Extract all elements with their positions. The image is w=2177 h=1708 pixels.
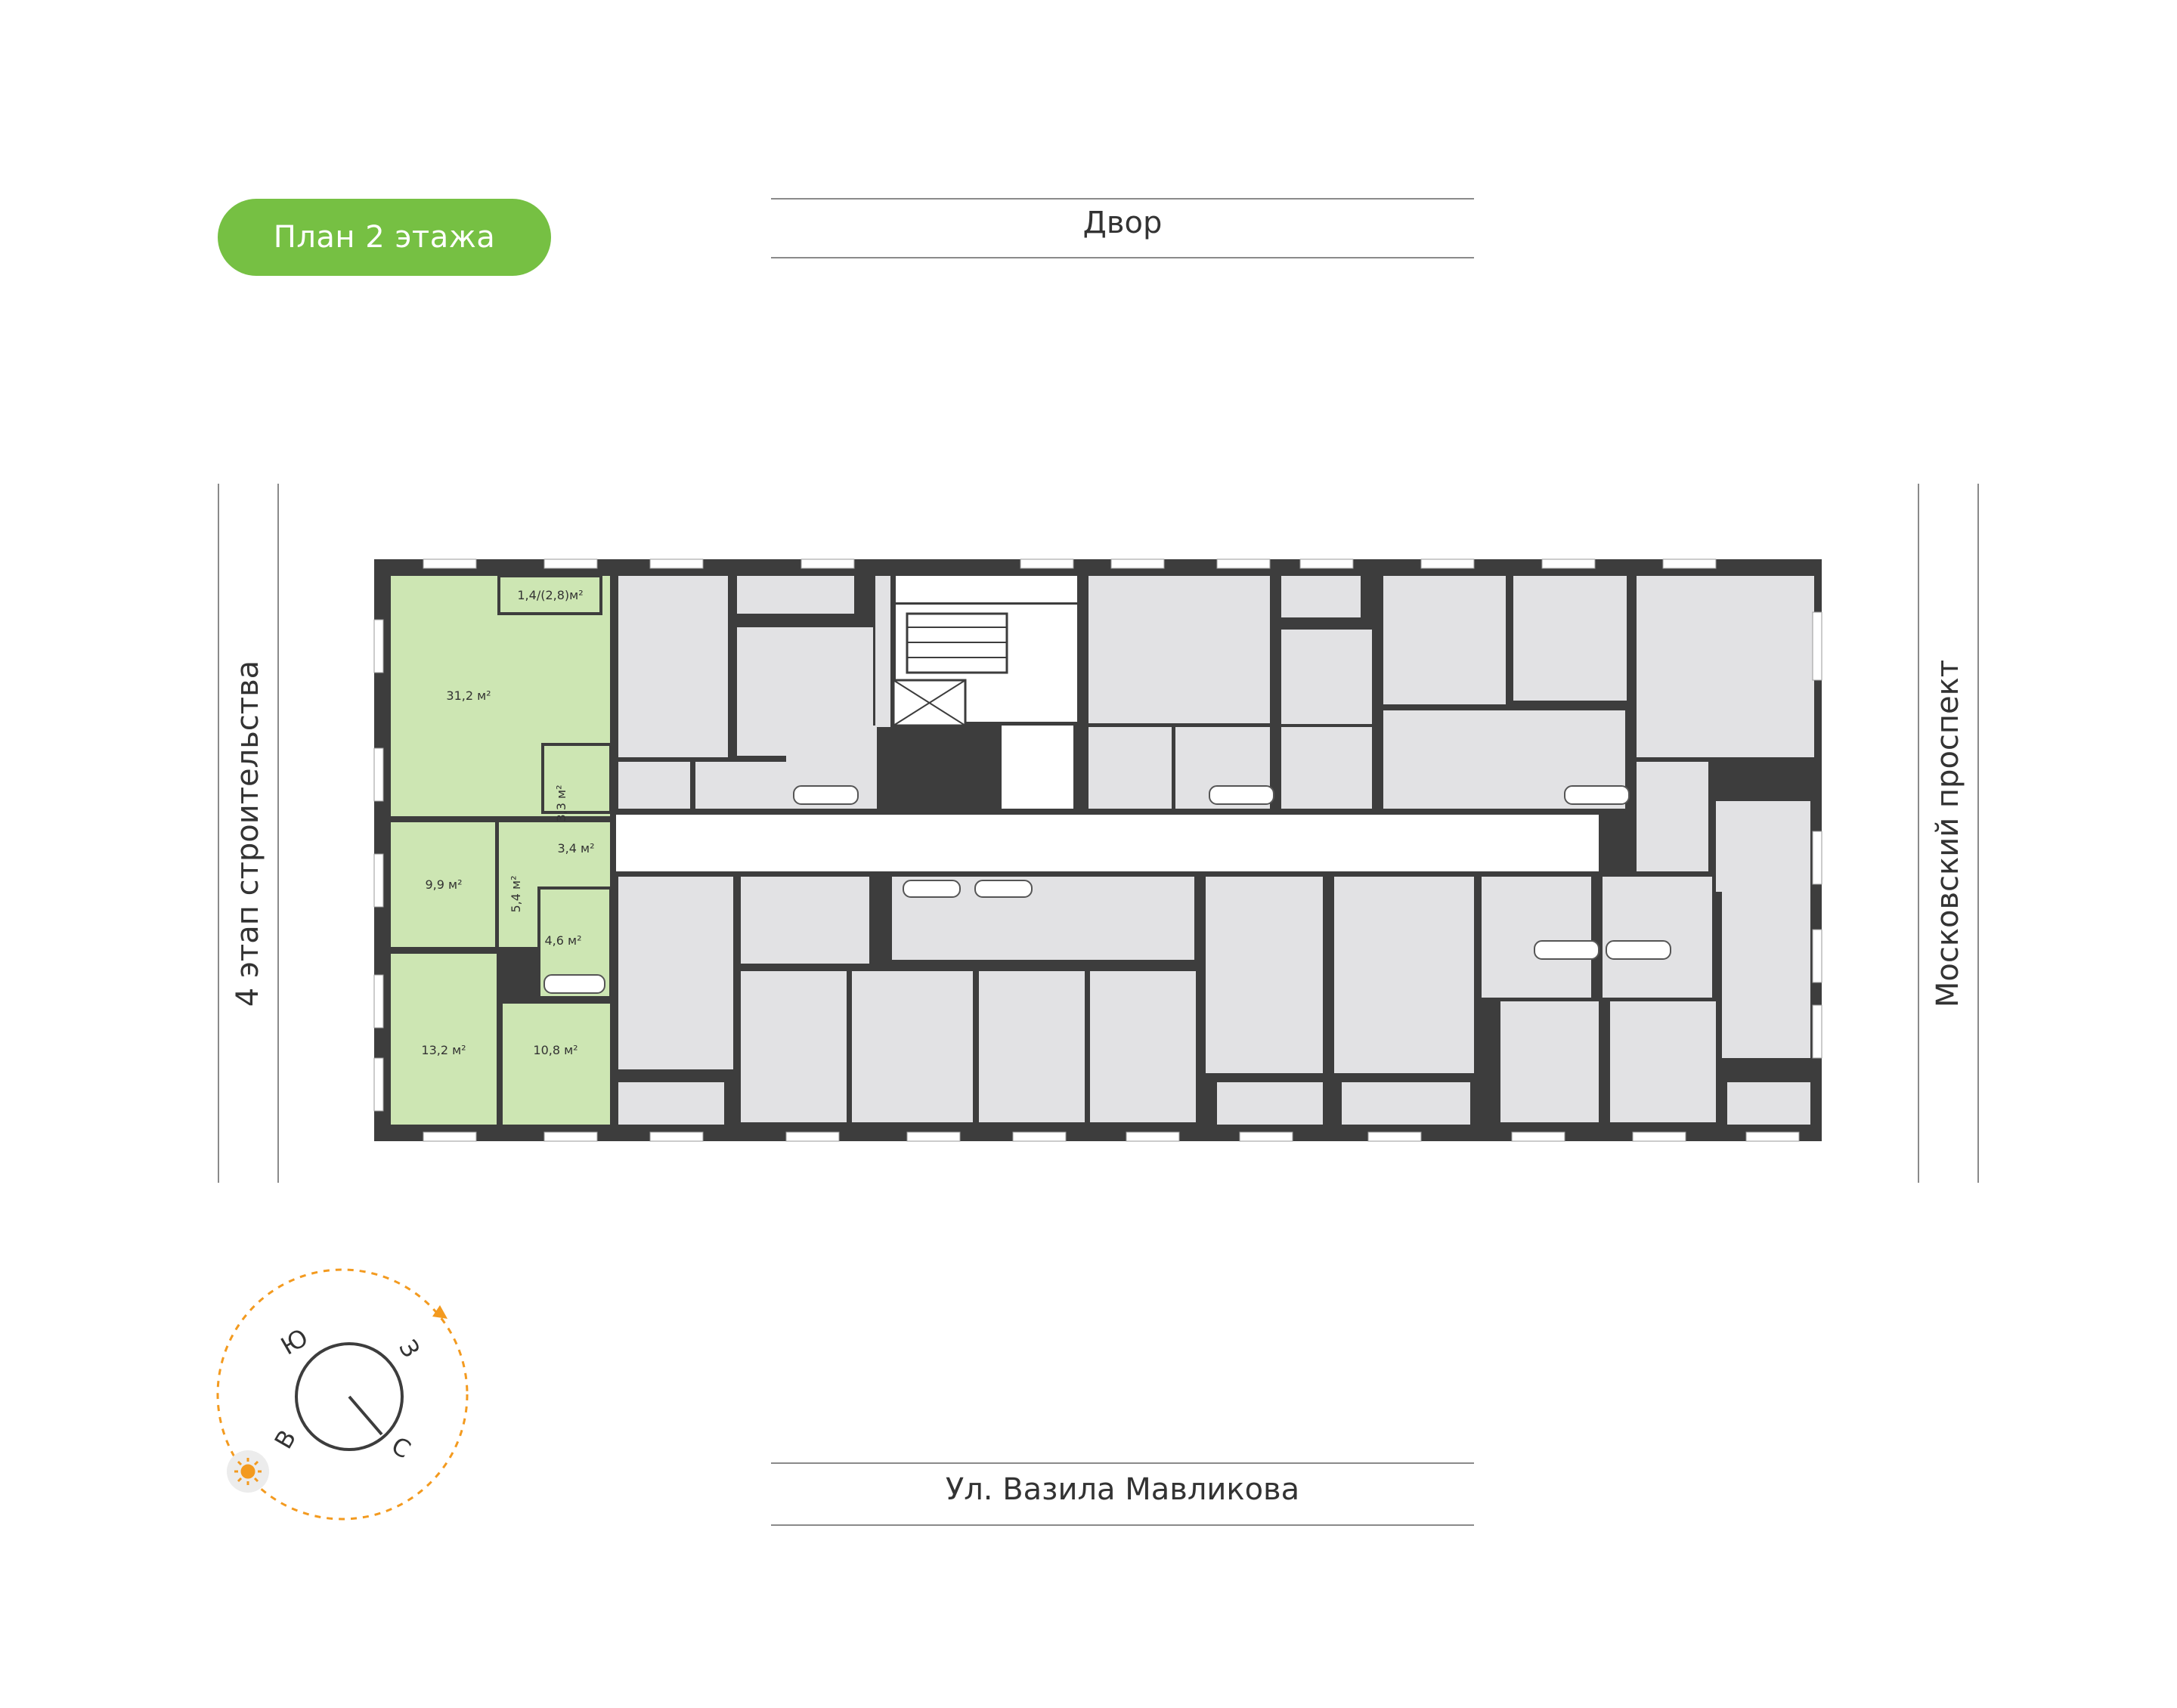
bottom-street-line-upper bbox=[771, 1462, 1474, 1464]
sun-icon bbox=[234, 1458, 262, 1485]
corridor bbox=[616, 815, 1599, 871]
compass-needle bbox=[348, 1395, 383, 1436]
hl-bedroom-3 bbox=[503, 1004, 610, 1125]
area-bedroom-2: 13,2 м² bbox=[421, 1043, 466, 1057]
plan-title-badge: План 2 этажа bbox=[218, 199, 551, 276]
hl-bedroom-1 bbox=[391, 822, 495, 947]
hl-bedroom-2 bbox=[391, 954, 497, 1125]
top-street-line-upper bbox=[771, 198, 1474, 200]
compass: Ю З В С bbox=[216, 1268, 469, 1521]
compass-west: З bbox=[393, 1335, 426, 1363]
hl-balcony bbox=[497, 574, 602, 615]
bathtubs bbox=[543, 785, 1671, 994]
sun-path-circle bbox=[216, 1268, 469, 1521]
left-label-line-outer bbox=[218, 484, 219, 1183]
area-balcony: 1,4/(2,8)м² bbox=[517, 588, 583, 602]
area-bedroom-3: 10,8 м² bbox=[533, 1043, 578, 1057]
bottom-street-label: Ул. Вазила Мавликова bbox=[945, 1472, 1300, 1507]
right-label-line-outer bbox=[1977, 484, 1979, 1183]
compass-east: В bbox=[269, 1425, 302, 1453]
area-hall: 3,4 м² bbox=[557, 841, 594, 856]
area-bath-1: 3,3 м² bbox=[554, 784, 568, 822]
sun-path-arrow-icon bbox=[432, 1305, 447, 1319]
top-street-line-lower bbox=[771, 257, 1474, 258]
compass-north: С bbox=[386, 1431, 415, 1464]
area-corridor: 5,4 м² bbox=[509, 875, 523, 912]
area-living-kitchen: 31,2 м² bbox=[446, 688, 491, 703]
highlighted-apartment bbox=[391, 574, 612, 1125]
top-street-label: Двор bbox=[1082, 206, 1163, 240]
compass-south: Ю bbox=[276, 1323, 313, 1360]
top-apartments bbox=[618, 576, 1814, 892]
left-label-line-inner bbox=[277, 484, 279, 1183]
area-bath-2: 4,6 м² bbox=[544, 933, 581, 948]
windows bbox=[373, 559, 1822, 1142]
hl-bath-1 bbox=[541, 743, 612, 814]
right-label-line-inner bbox=[1918, 484, 1919, 1183]
plan-title: План 2 этажа bbox=[273, 220, 496, 255]
stair-core bbox=[892, 576, 1077, 809]
bottom-apartments bbox=[618, 877, 1810, 1125]
area-bedroom-1: 9,9 м² bbox=[425, 877, 462, 892]
bottom-street-line-lower bbox=[771, 1524, 1474, 1526]
